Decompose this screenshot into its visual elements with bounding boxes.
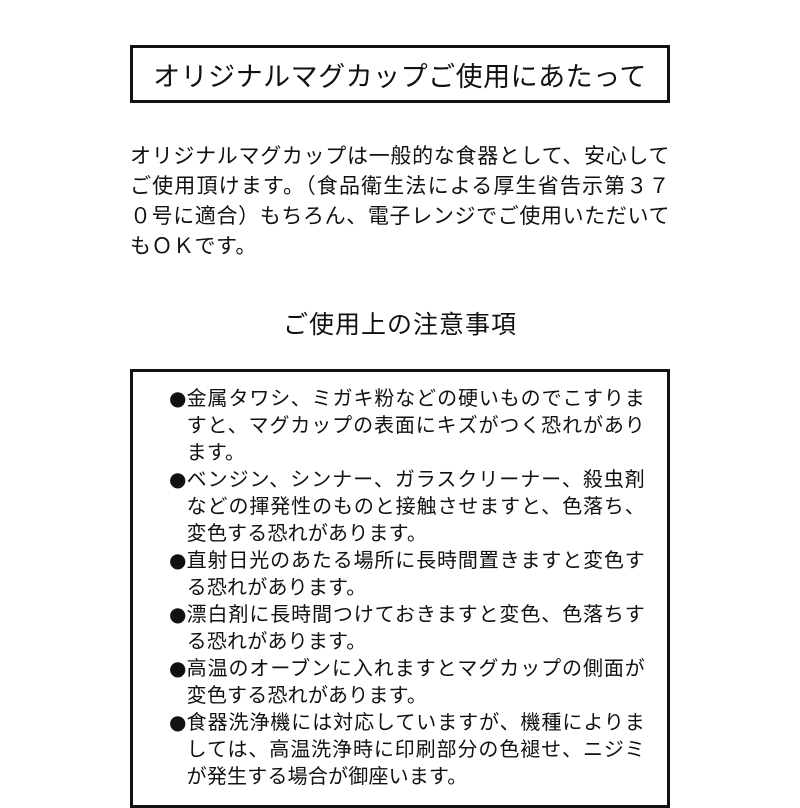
notice-text: 漂白剤に長時間つけておきますと変色、色落ちする恐れがあります。 xyxy=(186,602,645,653)
intro-paragraph: オリジナルマグカップは一般的な食器として、安心してご使用頂けます。（食品衛生法に… xyxy=(130,144,670,258)
notice-item: ● 直射日光のあたる場所に長時間置きますと変色する恐れがあります。 xyxy=(169,547,645,601)
title-box: オリジナルマグカップご使用にあたって xyxy=(130,45,670,103)
bullet-icon: ● xyxy=(169,548,187,572)
bullet-icon: ● xyxy=(169,602,187,626)
notice-item: ● 食器洗浄機には対応していますが、機種によりましては、高温洗浄時に印刷部分の色… xyxy=(169,709,645,790)
page-title: オリジナルマグカップご使用にあたって xyxy=(153,61,647,93)
notice-list: ● 金属タワシ、ミガキ粉などの硬いものでこすりますと、マグカップの表面にキズがつ… xyxy=(169,385,645,790)
bullet-icon: ● xyxy=(169,710,187,734)
notice-item: ● 漂白剤に長時間つけておきますと変色、色落ちする恐れがあります。 xyxy=(169,601,645,655)
section-heading: ご使用上の注意事項 xyxy=(282,310,517,339)
notice-item: ● 金属タワシ、ミガキ粉などの硬いものでこすりますと、マグカップの表面にキズがつ… xyxy=(169,385,645,466)
notice-text: 直射日光のあたる場所に長時間置きますと変色する恐れがあります。 xyxy=(186,548,645,599)
bullet-icon: ● xyxy=(169,467,187,491)
notice-item: ● 高温のオーブンに入れますとマグカップの側面が変色する恐れがあります。 xyxy=(169,655,645,709)
notice-text: 高温のオーブンに入れますとマグカップの側面が変色する恐れがあります。 xyxy=(186,656,645,707)
bullet-icon: ● xyxy=(169,656,187,680)
notice-text: 金属タワシ、ミガキ粉などの硬いものでこすりますと、マグカップの表面にキズがつく恐… xyxy=(186,386,645,464)
notice-text: ベンジン、シンナー、ガラスクリーナー、殺虫剤などの揮発性のものと接触させますと、… xyxy=(186,467,645,545)
document-page: オリジナルマグカップご使用にあたって オリジナルマグカップは一般的な食器として、… xyxy=(130,0,670,808)
notice-box: ● 金属タワシ、ミガキ粉などの硬いものでこすりますと、マグカップの表面にキズがつ… xyxy=(130,369,670,808)
notice-item: ● ベンジン、シンナー、ガラスクリーナー、殺虫剤などの揮発性のものと接触させます… xyxy=(169,466,645,547)
bullet-icon: ● xyxy=(169,386,187,410)
notice-text: 食器洗浄機には対応していますが、機種によりましては、高温洗浄時に印刷部分の色褪せ… xyxy=(186,710,645,788)
